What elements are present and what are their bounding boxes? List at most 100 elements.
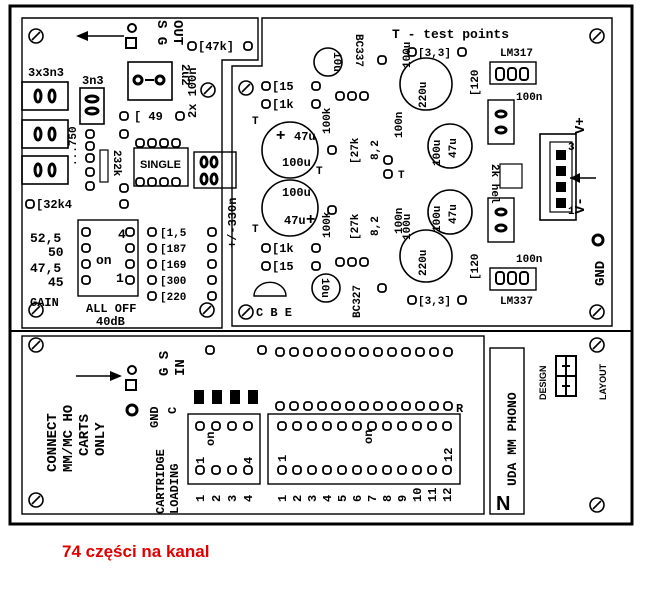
module-right-outline: [231, 17, 613, 327]
r27k-a-label: [27k: [350, 137, 362, 164]
lm317-label: LM317: [500, 48, 533, 60]
r120a-label: [120: [470, 70, 482, 96]
pin-number: 1: [194, 495, 208, 502]
hel2k-label: 2k hel: [488, 164, 500, 204]
cartridge-label: CARTRIDGE: [154, 449, 168, 514]
gain-50-label: 50: [48, 245, 64, 260]
c100u-a-label: 100u: [282, 156, 311, 170]
r750-label: ...750: [68, 126, 80, 166]
gain-r5-label: [220: [160, 292, 186, 304]
r49-label: [ 49: [134, 110, 163, 124]
c100n-b-label: 100n: [394, 208, 406, 234]
pin-number: 11: [426, 488, 440, 502]
gain-r4-label: [300: [160, 276, 186, 288]
r100k-a-label: 100k: [322, 107, 334, 134]
on2-label: on: [204, 432, 218, 446]
svg-text:+: +: [276, 127, 285, 144]
electrolytic-capacitors: [261, 47, 473, 303]
vminus-label: V-: [573, 197, 589, 214]
gain-52-label: 52,5: [30, 231, 61, 246]
t-label-2: T: [252, 224, 259, 236]
pin-number: 2: [291, 495, 305, 502]
pin-number: 6: [351, 495, 365, 502]
gain-45-label: 45: [48, 275, 64, 290]
r33b-label: [3,3]: [418, 296, 451, 308]
c47u-a-label: 47u: [294, 130, 316, 144]
r33a-label: [3,3]: [418, 48, 451, 60]
regulator-pins: [495, 67, 529, 285]
c100u-f-label: 100u: [432, 206, 444, 232]
all-off-label: ALL OFF: [86, 302, 136, 316]
single-label: SINGLE: [140, 159, 181, 171]
r120b-label: [120: [470, 254, 482, 280]
c100u-d-label: 100u: [402, 214, 414, 240]
40db-label: 40dB: [96, 315, 125, 329]
bc327-label: BC327: [352, 285, 364, 318]
pin-number: 4: [242, 495, 256, 502]
connect-label: CONNECT: [45, 413, 61, 472]
c47u-b-label: 47u: [284, 214, 306, 228]
num4b-label: 4: [242, 457, 256, 464]
switch-1-label: 1: [116, 271, 124, 286]
nuda-n-label: N: [496, 493, 510, 515]
gs-label: G S: [157, 351, 173, 376]
design-label: DESIGN: [538, 365, 548, 400]
c100n-d-label: 100n: [516, 254, 542, 266]
gain-r2-label: [187: [160, 244, 186, 256]
gain-r3-label: [169: [160, 260, 186, 272]
c2u2-label: 2u2: [178, 64, 192, 86]
only-label: ONLY: [93, 422, 109, 456]
loading-label: LOADING: [168, 464, 182, 514]
board-outline: [8, 4, 634, 526]
gain-47-label: 47,5: [30, 261, 61, 276]
t-label-3: T: [316, 166, 323, 178]
c100u-e-label: 100u: [432, 140, 444, 166]
out-label: OUT: [169, 20, 185, 45]
sg-label: S G: [153, 20, 169, 45]
c100n-a-label: 100n: [394, 112, 406, 138]
nuda-label: UDA MM PHONO: [505, 392, 520, 486]
gnd2-label: GND: [148, 406, 162, 428]
r8-2a-label: 8,2: [370, 140, 382, 160]
num12c-label: 12: [442, 448, 456, 462]
r-label: R: [456, 402, 464, 416]
bc337-label: BC337: [352, 34, 364, 67]
c-label: C: [166, 407, 180, 414]
pin-number: 3: [306, 495, 320, 502]
t-label-4: T: [398, 170, 405, 182]
pin-number: 12: [441, 488, 455, 502]
pin-number: 5: [336, 495, 350, 502]
module-bottom-outline: [21, 335, 485, 515]
power-connector-pins: [556, 150, 566, 208]
pin-number: 10: [411, 488, 425, 502]
lm337-label: LM337: [500, 296, 533, 308]
c100u-c-label: 100u: [402, 42, 414, 68]
r47k-label: [47k]: [198, 40, 234, 54]
t-label: T: [252, 116, 259, 128]
c100n-c-label: 100n: [516, 92, 542, 104]
film-capacitors: [21, 81, 105, 185]
mmmc-label: MM/MC HO: [61, 405, 77, 472]
cbe-label: C B E: [256, 306, 292, 320]
r15b-label: [15: [272, 260, 294, 274]
r15a-label: [15: [272, 80, 294, 94]
gnd-label: GND: [593, 261, 609, 286]
c47u-e-label: 47u: [448, 138, 460, 158]
cap-pads: [194, 390, 258, 404]
carts-label: CARTS: [77, 414, 93, 456]
r32k4-label: [32k4: [36, 198, 72, 212]
c2x100n-label: 2x 100n: [186, 68, 200, 118]
r27k-b-label: [27k: [350, 213, 362, 240]
pin-number: 1: [276, 495, 290, 502]
pin1-label: 1: [568, 206, 575, 218]
c47u-f-label: 47u: [448, 204, 460, 224]
r1ka-label: [1k: [272, 98, 294, 112]
pm330n-label: +/-330n: [226, 198, 240, 248]
r232k-label: 232k: [110, 150, 122, 177]
pin-number: 3: [226, 495, 240, 502]
layout-label: LAYOUT: [598, 363, 608, 400]
parts-count-caption: 74 części na kanal: [62, 542, 210, 561]
